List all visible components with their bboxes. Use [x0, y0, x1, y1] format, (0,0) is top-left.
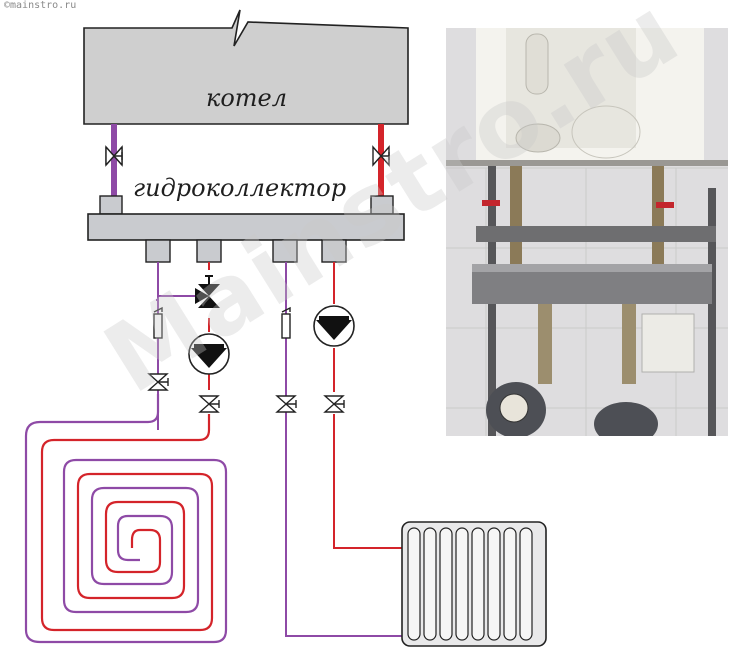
valve-icon — [147, 373, 169, 391]
valve-icon — [372, 145, 390, 167]
installation-photo — [446, 28, 728, 436]
collector-label: гидроколлектор — [133, 174, 347, 202]
radiator-return-pipe — [285, 262, 406, 637]
valve-icon — [323, 395, 345, 413]
valve-icon — [275, 395, 297, 413]
radiator-supply-pipe — [333, 262, 406, 549]
floor-heating-loop-icon — [24, 394, 228, 644]
collector-outlet-3 — [272, 239, 298, 263]
boiler-body — [83, 9, 409, 125]
collector-outlet-4 — [321, 239, 347, 263]
boiler-supply-pipe — [378, 124, 384, 200]
radiator-icon — [401, 521, 547, 647]
boiler-label: котел — [206, 84, 288, 112]
collector-outlet-2 — [196, 239, 222, 263]
collector-top-stub-left — [99, 195, 123, 215]
pump-icon — [188, 333, 230, 375]
air-vent-icon — [153, 306, 163, 339]
boiler-return-pipe — [111, 124, 117, 200]
valve-icon — [198, 395, 220, 413]
installation-photo-drawing — [446, 28, 728, 436]
collector-outlet-1 — [145, 239, 171, 263]
air-vent-icon — [281, 306, 291, 339]
watermark-text: ©mainstro.ru — [4, 0, 77, 11]
valve-icon — [105, 145, 123, 167]
three-way-valve-icon — [195, 275, 220, 308]
collector-top-stub-right — [370, 195, 394, 215]
pump-icon — [313, 305, 355, 347]
hydro-collector — [87, 213, 405, 241]
